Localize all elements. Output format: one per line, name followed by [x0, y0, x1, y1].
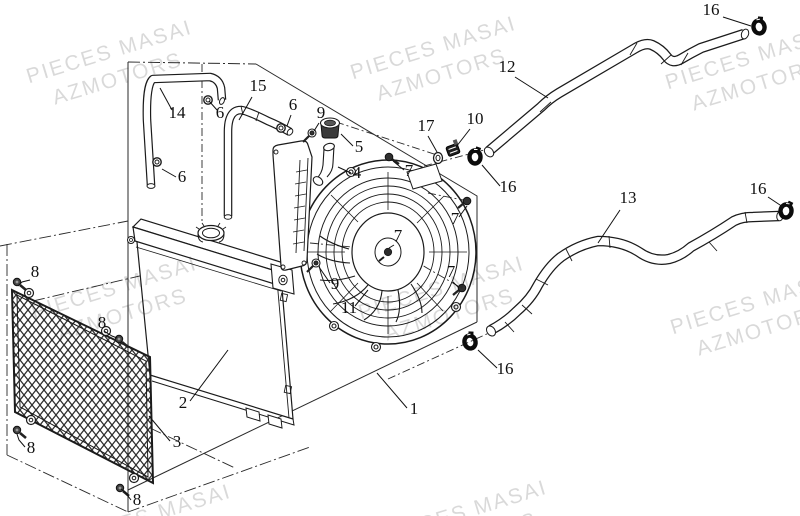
fan-bolts	[384, 152, 472, 296]
callout-7: 7	[394, 226, 403, 245]
callout-14: 14	[169, 103, 187, 122]
fan-hub-bolt	[383, 247, 393, 257]
radiator-cap	[195, 222, 227, 243]
callout-6: 6	[178, 167, 187, 186]
callout-16: 16	[750, 179, 767, 198]
callout-9: 9	[331, 274, 340, 293]
breather-hoses	[142, 72, 294, 220]
callout-1: 1	[410, 399, 419, 418]
fan-guard-ribs	[307, 172, 467, 334]
callout-7: 7	[451, 209, 460, 228]
upper-radiator-hose	[432, 15, 767, 165]
callout-16: 16	[703, 0, 720, 19]
radiator	[127, 218, 295, 429]
callout-labels: 14 6 15 6 9 5 6 4 17 10 16 12 7 16 7 13 …	[27, 0, 767, 509]
hose-clamps-6	[152, 95, 286, 167]
washer-17	[432, 151, 444, 165]
callout-16: 16	[500, 177, 517, 196]
callout-5: 5	[355, 137, 364, 156]
callout-11: 11	[341, 298, 357, 317]
grille-mount-tabs	[23, 287, 140, 484]
callout-4: 4	[353, 163, 362, 182]
callout-15: 15	[250, 76, 267, 95]
callout-8: 8	[27, 438, 36, 457]
callout-8: 8	[133, 490, 142, 509]
callout-16: 16	[497, 359, 514, 378]
cooling-fan	[298, 159, 477, 353]
fan-shroud-tab	[406, 163, 443, 190]
callout-13: 13	[620, 188, 637, 207]
fan-blades	[316, 235, 423, 323]
reservoir-bolt	[306, 258, 321, 273]
callout-17: 17	[418, 116, 436, 135]
callout-6: 6	[289, 95, 298, 114]
overflow-reservoir	[272, 117, 341, 273]
callout-9: 9	[317, 103, 326, 122]
callout-8: 8	[31, 262, 40, 281]
callout-7: 7	[405, 161, 414, 180]
fan-mount-ears	[298, 166, 462, 353]
lower-radiator-hose	[462, 200, 794, 350]
callout-3: 3	[173, 432, 182, 451]
radiator-grille	[10, 276, 155, 498]
radiator-foot	[267, 414, 283, 429]
callout-2: 2	[179, 393, 188, 412]
callout-7: 7	[447, 262, 456, 281]
callout-8: 8	[98, 313, 107, 332]
callout-12: 12	[499, 57, 516, 76]
callout-leaders	[16, 16, 784, 501]
callout-10: 10	[467, 109, 484, 128]
callout-6: 6	[216, 103, 225, 122]
reservoir-cap	[319, 117, 341, 139]
radiator-foot	[245, 407, 261, 422]
